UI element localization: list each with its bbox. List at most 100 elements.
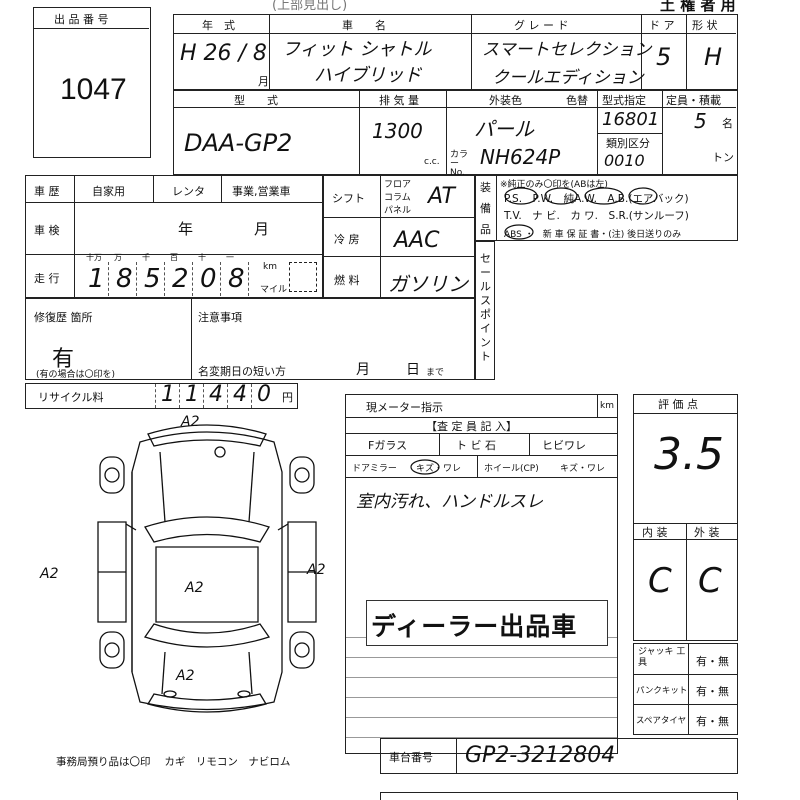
fuel-value: ガソリン <box>388 272 468 296</box>
mileage-digit-value: 8 <box>116 264 133 294</box>
grade-value-2: クールエディション <box>492 68 644 88</box>
mileage-digit-separator <box>192 262 193 296</box>
mileage-digit-separator <box>108 262 109 296</box>
recycle-block: リサイクル料 円 <box>25 383 298 409</box>
wheel-label: ホイール(CP) <box>484 464 539 474</box>
history-business: 事業,営業車 <box>232 185 291 198</box>
keys-note: 事務局預り品は〇印 カギ リモコン ナビロム <box>56 756 291 768</box>
model-value: DAA-GP2 <box>184 129 293 157</box>
sales-point-char: ス <box>480 294 491 307</box>
mileage-digit-value: 5 <box>144 264 161 294</box>
km-unit: km <box>263 262 277 272</box>
car-name-label: 車 名 <box>342 19 386 32</box>
lot-number-value: 1047 <box>60 73 127 106</box>
dealer-stamp: ディーラー出品車 <box>366 600 608 646</box>
mileage-digit-separator <box>220 262 221 296</box>
mirror-label: ドアミラー <box>352 464 397 474</box>
mileage-digit-label: 十 <box>198 253 206 262</box>
recycle-digit-value: 4 <box>209 382 223 407</box>
mark-a2-left: A2 <box>40 566 59 582</box>
capacity-value: 5 <box>694 109 707 133</box>
expire-month: 月 <box>356 362 370 378</box>
sales-point-char: ト <box>480 350 491 363</box>
inspection-year: 年 <box>178 220 194 238</box>
chassis-label: 車台番号 <box>389 751 433 764</box>
mileage-digit-value: 1 <box>88 264 105 294</box>
mileage-digit-label: 十万 <box>86 253 102 262</box>
car-name-value-2: ハイブリッド <box>314 65 422 86</box>
spare-have-none: 有・無 <box>696 715 729 728</box>
recycle-digit-separator <box>203 384 204 408</box>
color-no-value: NH624P <box>480 145 561 169</box>
sales-point-char: ポ <box>480 308 491 321</box>
repair-block: 修復歴 箇所 有 (有の場合は〇印を) 注意事項 名変期日の短い方 月 日 まで <box>25 298 475 380</box>
shift-label: シフト <box>332 192 365 205</box>
inspector-comment: 室内汚れ、ハンドルスレ <box>356 492 544 512</box>
mile-unit: マイル <box>260 285 288 295</box>
ac-label: 冷 房 <box>334 233 360 246</box>
jack-label: ジャッキ 工 具 <box>638 647 686 668</box>
history-private: 自家用 <box>92 185 125 198</box>
repair-value: 有 <box>52 347 75 372</box>
capacity-label: 定員・積載 <box>666 94 721 107</box>
mileage-digit-separator <box>248 262 249 296</box>
door-value: 5 <box>656 43 672 71</box>
meter-label: 現メーター指示 <box>366 401 443 414</box>
model-label: 型 式 <box>234 94 278 107</box>
recycle-digit-value: 1 <box>185 382 199 407</box>
mirror-mark-circle <box>410 459 440 475</box>
mileage-digit-separator <box>136 262 137 296</box>
equip-char-1: 装 <box>480 181 491 194</box>
repair-note: (有の場合は〇印を) <box>36 370 116 380</box>
history-block: 車 歴 自家用 レンタ 事業,営業車 車 検 年 月 走 行 km マイル <box>25 175 323 298</box>
inspection-month: 月 <box>254 220 270 238</box>
exterior-label: 外 装 <box>694 526 720 539</box>
caution-label: 注意事項 <box>198 311 242 324</box>
recycle-digit-separator <box>179 384 180 408</box>
score-label: 評 価 点 <box>658 398 698 411</box>
mileage-digit-value: 0 <box>200 264 217 294</box>
mileage-digit-label: 百 <box>170 253 178 262</box>
lot-number-box: 出 品 番 号 1047 <box>33 7 151 158</box>
mileage-label: 走 行 <box>34 272 60 285</box>
equip-note: ※純正のみ〇印を(ABは左) <box>500 180 608 190</box>
recycle-unit: 円 <box>282 391 293 404</box>
shift-panel: パネル <box>384 206 412 216</box>
mark-a2-rear: A2 <box>176 668 195 684</box>
recycle-digit-value: 4 <box>233 382 247 407</box>
shape-label: 形 状 <box>692 19 718 32</box>
jack-have-none: 有・無 <box>696 655 729 668</box>
ac-value: AAC <box>394 228 440 253</box>
repair-label: 修復歴 箇所 <box>34 311 93 324</box>
displacement-value: 1300 <box>372 119 423 143</box>
dealer-stamp-text: ディーラー出品車 <box>371 612 578 641</box>
exterior-value: C <box>698 561 722 601</box>
lot-number-label: 出 品 番 号 <box>54 13 109 26</box>
year-label: 年 式 <box>202 19 235 32</box>
grade-label: グ レ ー ド <box>514 19 569 32</box>
car-name-value-1: フィット シャトル <box>282 39 432 60</box>
vehicle-row-2: 型 式 排 気 量 外装色 色替 型式指定 定員・積載 DAA-GP2 1300… <box>173 90 738 178</box>
mileage-digit-value: 8 <box>228 264 245 294</box>
shift-floor: フロア <box>384 180 412 190</box>
recycle-digit-value: 0 <box>257 382 271 407</box>
door-label: ド ア <box>649 19 675 32</box>
cc-unit: c.c. <box>424 157 440 167</box>
grade-value-1: スマートセレクション <box>482 40 652 60</box>
shift-value: AT <box>428 184 455 209</box>
mileage-digit-label: 万 <box>114 253 122 262</box>
recycle-label: リサイクル料 <box>38 391 104 404</box>
sales-point-char: ー <box>480 266 491 279</box>
f-glass-label: Fガラス <box>368 439 408 452</box>
expire-day: 日 <box>406 362 420 378</box>
sales-point-block <box>475 241 495 380</box>
score-box: 評 価 点 3.5 内 装 外 装 C C <box>633 394 738 641</box>
inspector-title: 【査 定 員 記 入】 <box>426 420 517 433</box>
color-change-label: 色替 <box>566 94 588 107</box>
equip-line-3: ABS ・ 新 車 保 証 書・(注) 後日送りのみ <box>504 230 682 240</box>
fuel-label: 燃 料 <box>334 274 360 287</box>
shift-column: コラム <box>384 193 411 203</box>
score-value: 3.5 <box>654 429 724 480</box>
bottom-cut-box <box>380 792 738 800</box>
recycle-digit-separator <box>155 384 156 408</box>
